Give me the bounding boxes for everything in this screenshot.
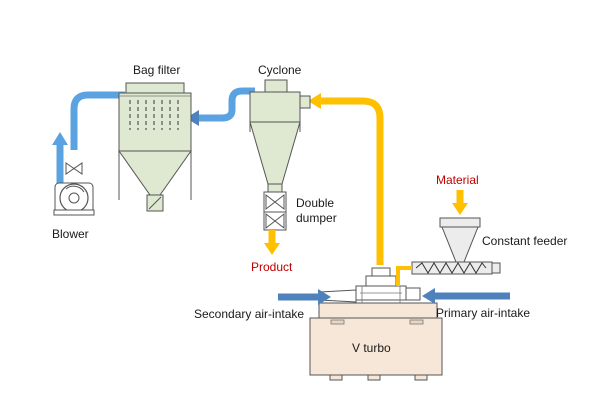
primary-air-arrowhead: [422, 288, 435, 304]
cyclone-to-filter-arrowhead: [186, 110, 199, 126]
cyclone: [249, 79, 311, 193]
bag-filter-label: Bag filter: [133, 63, 180, 77]
blower-label: Blower: [52, 227, 89, 241]
constant-feeder-label: Constant feeder: [482, 234, 567, 248]
blower-valve: [65, 162, 83, 175]
secondary-air-arrowhead: [318, 289, 331, 305]
product-arrowhead: [264, 243, 280, 255]
double-dumper-label-line2: dumper: [296, 211, 337, 225]
v-turbo: [309, 267, 443, 381]
product-label: Product: [251, 260, 293, 274]
feeder-to-turbo-line: [396, 266, 412, 286]
cyclone-label: Cyclone: [258, 63, 302, 77]
material-label: Material: [436, 173, 479, 187]
v-turbo-label: V turbo: [352, 341, 391, 355]
primary-air-intake-label: Primary air-intake: [436, 306, 530, 320]
cyclone-to-filter-line: [196, 87, 255, 122]
exhaust-air-line: [70, 91, 125, 150]
double-dumper-valve: [263, 191, 287, 231]
material-arrowhead: [452, 203, 468, 215]
product-flow-arrowhead: [308, 93, 321, 109]
blower-up-arrowhead: [52, 132, 68, 145]
product-flow-line: [318, 97, 384, 265]
secondary-air-intake-label: Secondary air-intake: [194, 307, 304, 321]
bag-filter: [118, 82, 192, 212]
double-dumper-label-line1: Double: [296, 196, 334, 210]
blower: [53, 182, 95, 216]
